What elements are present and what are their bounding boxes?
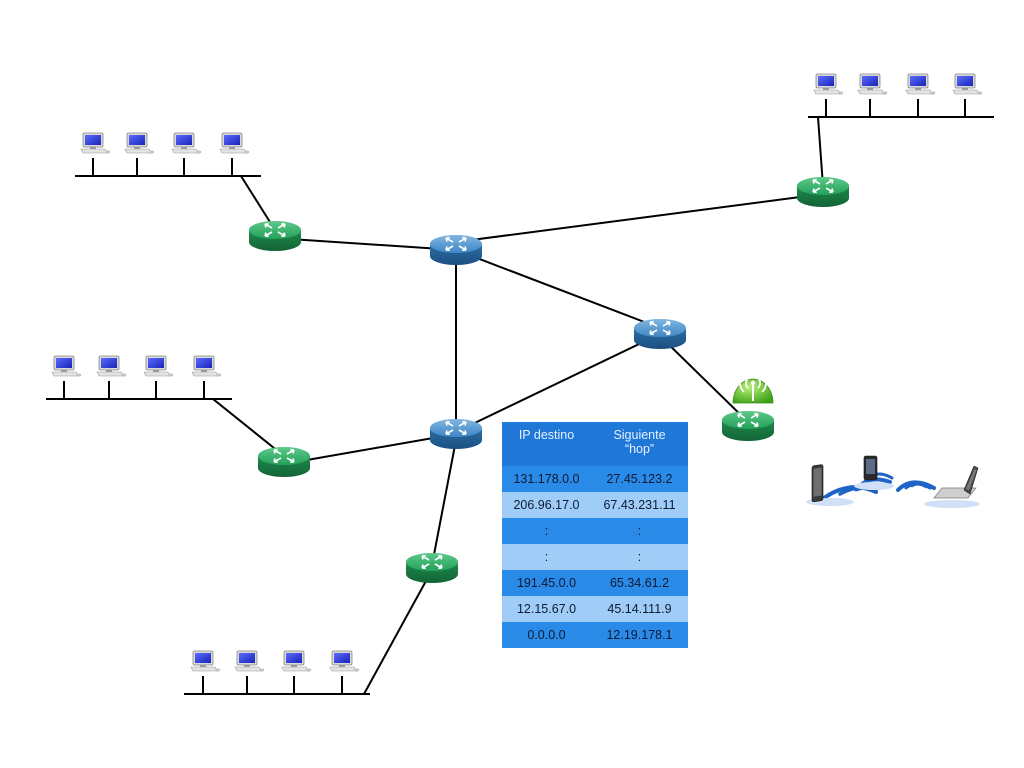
destination-ip-cell: 191.45.0.0 (502, 570, 591, 596)
link (363, 569, 433, 695)
lan-bus-top-left (75, 158, 261, 177)
desktop-computer-icon (281, 650, 312, 672)
lan-bus-top-right (808, 99, 994, 118)
edge-router-top-left (249, 221, 301, 251)
core-router-right (634, 319, 686, 349)
table-row: 206.96.17.0 67.43.231.11 (502, 492, 688, 518)
core-router-bottom (430, 419, 482, 449)
table-row: : : (502, 544, 688, 570)
hosts-bottom (190, 650, 360, 672)
routing-table-header-row: IP destino Siguiente “hop” (502, 422, 688, 466)
edge-router-wireless (722, 411, 774, 441)
desktop-computer-icon (190, 650, 221, 672)
desktop-computer-icon (124, 132, 155, 154)
next-hop-cell: 27.45.123.2 (591, 466, 688, 492)
table-row: 131.178.0.0 27.45.123.2 (502, 466, 688, 492)
lan-bus-middle-left (46, 381, 232, 400)
hosts-top-right (813, 73, 983, 95)
next-hop-cell: 65.34.61.2 (591, 570, 688, 596)
link (455, 249, 661, 329)
desktop-computer-icon (219, 132, 250, 154)
desktop-computer-icon (51, 355, 82, 377)
edge-router-middle-left (258, 447, 310, 477)
table-row: 191.45.0.0 65.34.61.2 (502, 570, 688, 596)
desktop-computer-icon (143, 355, 174, 377)
hosts-top-left (80, 132, 250, 154)
next-hop-cell: 45.14.111.9 (591, 596, 688, 622)
hosts-middle-left (51, 355, 222, 377)
link (455, 333, 661, 433)
wireless-antenna-icon (732, 373, 774, 404)
destination-ip-cell: : (502, 544, 591, 570)
link (659, 335, 749, 423)
table-row: : : (502, 518, 688, 544)
link (212, 398, 285, 457)
link (274, 237, 457, 251)
link (455, 193, 824, 243)
routing-table: IP destino Siguiente “hop” 131.178.0.0 2… (502, 422, 688, 648)
next-hop-cell: 12.19.178.1 (591, 622, 688, 648)
destination-ip-cell: 12.15.67.0 (502, 596, 591, 622)
link (283, 433, 457, 465)
next-hop-cell: : (591, 518, 688, 544)
next-hop-cell: 67.43.231.11 (591, 492, 688, 518)
mobile-devices-icon (806, 455, 980, 508)
destination-ip-cell: : (502, 518, 591, 544)
table-row: 0.0.0.0 12.19.178.1 (502, 622, 688, 648)
next-hop-cell: : (591, 544, 688, 570)
desktop-computer-icon (234, 650, 265, 672)
desktop-computer-icon (813, 73, 844, 95)
edge-router-bottom (406, 553, 458, 583)
desktop-computer-icon (905, 73, 936, 95)
core-router-top (430, 235, 482, 265)
header-ip-destino: IP destino (502, 422, 591, 466)
link (431, 439, 457, 566)
link (817, 116, 824, 187)
desktop-computer-icon (952, 73, 983, 95)
destination-ip-cell: 206.96.17.0 (502, 492, 591, 518)
desktop-computer-icon (329, 650, 360, 672)
header-siguiente-hop: Siguiente “hop” (591, 422, 688, 466)
destination-ip-cell: 0.0.0.0 (502, 622, 591, 648)
desktop-computer-icon (80, 132, 111, 154)
desktop-computer-icon (191, 355, 222, 377)
desktop-computer-icon (96, 355, 127, 377)
lan-bus-bottom (184, 676, 370, 695)
table-row: 12.15.67.0 45.14.111.9 (502, 596, 688, 622)
edge-router-top-right (797, 177, 849, 207)
router-links (212, 116, 824, 695)
destination-ip-cell: 131.178.0.0 (502, 466, 591, 492)
desktop-computer-icon (171, 132, 202, 154)
desktop-computer-icon (857, 73, 888, 95)
link (240, 175, 276, 231)
